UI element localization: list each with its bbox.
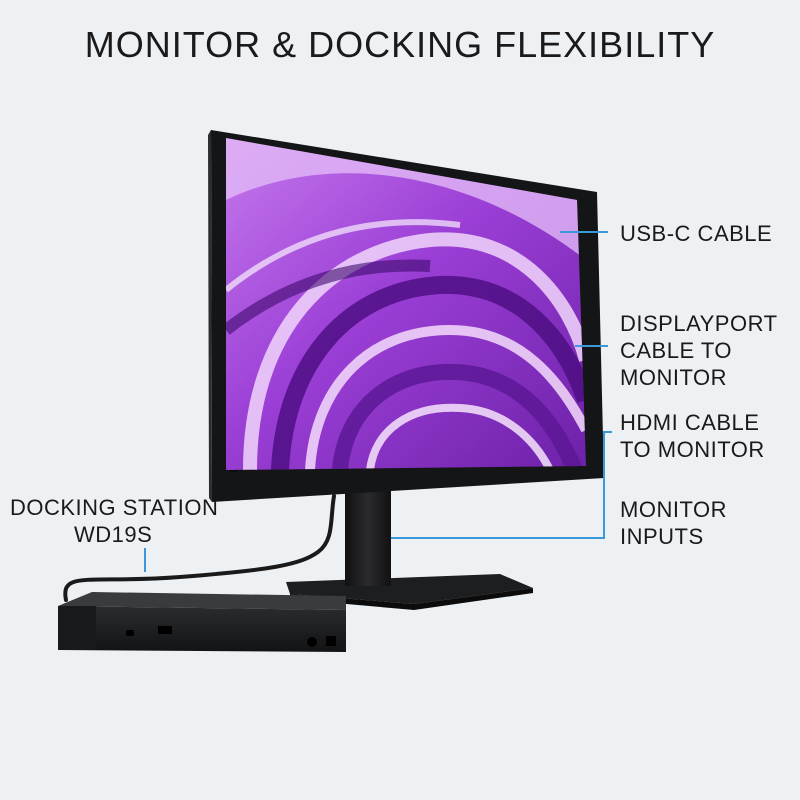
dock-line-2: WD19S [74, 522, 153, 547]
hdmi-line-1: HDMI CABLE [620, 410, 760, 435]
usb-c-cable [63, 494, 336, 602]
usbc-callout: USB-C CABLE [620, 221, 773, 246]
inputs-line-1: MONITOR [620, 497, 727, 522]
displayport-line-2: CABLE TO [620, 338, 733, 363]
hdmi-callout: HDMI CABLE TO MONITOR [620, 409, 765, 463]
docking-station [58, 592, 346, 652]
hdmi-line-2: TO MONITOR [620, 437, 765, 462]
displayport-line-3: MONITOR [620, 365, 727, 390]
hdmi-leader-line [391, 431, 612, 539]
displayport-line-1: DISPLAYPORT [620, 311, 778, 336]
dock-line-1: DOCKING STATION [10, 495, 219, 520]
leader-lines [144, 231, 612, 572]
docking-station-callout: DOCKING STATION WD19S [10, 494, 218, 548]
displayport-callout: DISPLAYPORT CABLE TO MONITOR [620, 310, 778, 391]
monitor-screen [226, 138, 586, 470]
page-title: MONITOR & DOCKING FLEXIBILITY [84, 24, 716, 65]
inputs-line-2: INPUTS [620, 524, 704, 549]
monitor-inputs-callout: MONITOR INPUTS [620, 496, 727, 550]
